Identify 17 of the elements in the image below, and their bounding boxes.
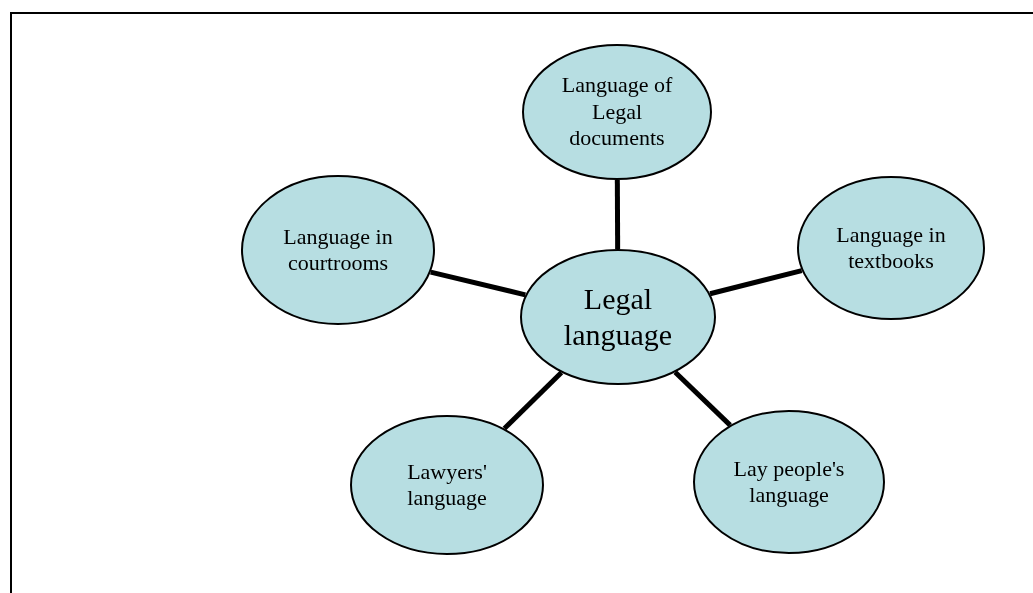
ellipse-node xyxy=(693,410,885,554)
connector-line xyxy=(673,370,732,427)
connector-line xyxy=(502,370,564,431)
connector-line xyxy=(430,269,526,298)
ellipse-node xyxy=(797,176,985,320)
connector-line xyxy=(614,180,621,249)
node-label: Legal language xyxy=(562,281,674,353)
node-label: Lawyers' language xyxy=(406,458,488,512)
connector-line xyxy=(709,268,803,297)
node-label: Language in textbooks xyxy=(835,221,947,275)
node-label: Language of Legal documents xyxy=(560,72,674,152)
ellipse-node xyxy=(522,44,712,180)
node-label: Language in courtrooms xyxy=(282,223,394,277)
ellipse-node xyxy=(241,175,435,325)
ellipse-node xyxy=(520,249,716,385)
ellipse-node xyxy=(350,415,544,555)
node-label: Lay people's language xyxy=(732,455,846,509)
